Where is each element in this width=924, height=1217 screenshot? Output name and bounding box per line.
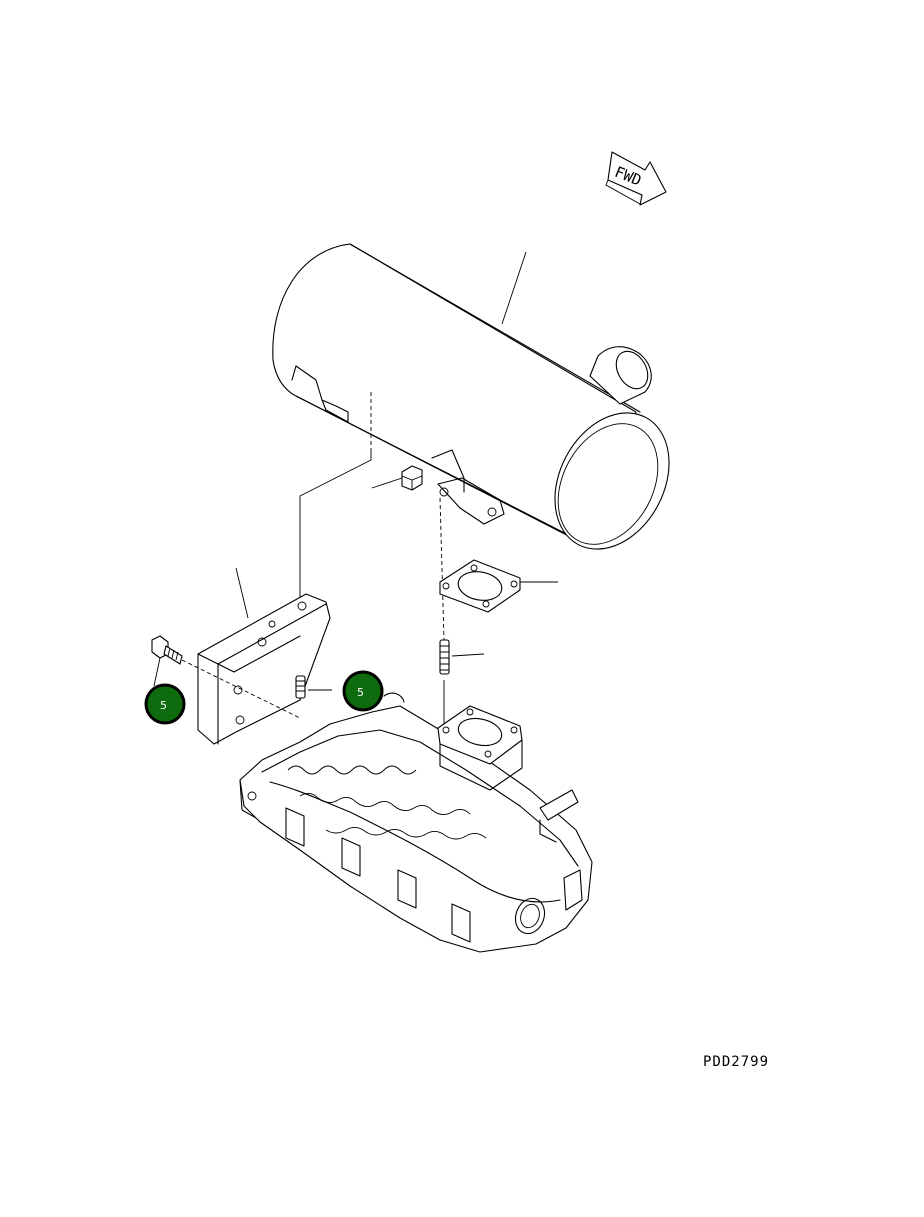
callout-bubble: 5 — [342, 670, 384, 712]
drawing-number: PDD2799 — [703, 1054, 769, 1070]
fwd-direction-arrow: FWD — [605, 151, 667, 206]
callout-label: 5 — [160, 699, 167, 712]
hex-bolt-center — [295, 675, 332, 699]
callout-bubble: 5 — [144, 683, 186, 725]
muffler — [272, 243, 670, 550]
exhaust-manifold — [239, 692, 593, 953]
callout-label: 5 — [357, 686, 364, 699]
muffler-bracket — [197, 567, 331, 745]
stud-bolt — [439, 639, 485, 675]
gasket — [439, 559, 558, 613]
hex-bolt-left — [151, 635, 301, 719]
flange-nut — [371, 465, 423, 491]
